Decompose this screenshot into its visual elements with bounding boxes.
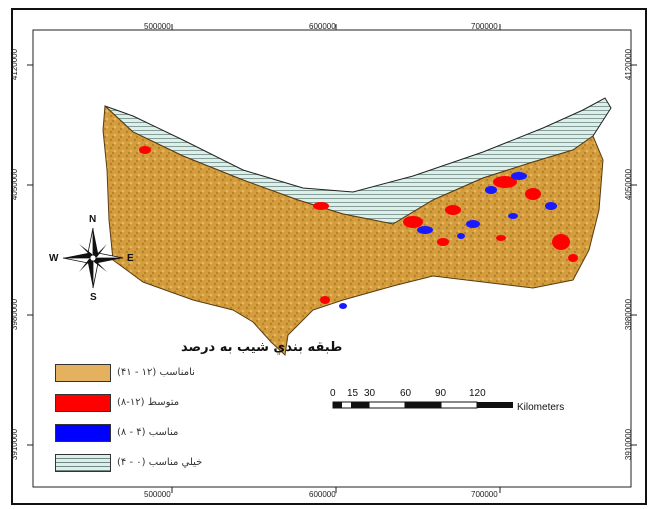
scale-tick-60: 60	[400, 388, 412, 399]
scale-unit: Kilometers	[517, 402, 565, 413]
legend-label: خيلي مناسب (۰ - ۴)	[117, 457, 203, 468]
scale-tick-0: 0	[330, 388, 336, 399]
coord-right-2: 4050000	[624, 168, 634, 201]
coord-top-1: 500000	[144, 22, 171, 31]
compass-n: N	[89, 214, 97, 225]
coord-bottom-2: 600000	[309, 490, 336, 499]
coord-right-4: 3910000	[624, 428, 634, 461]
scale-tick-90: 90	[435, 388, 447, 399]
legend-swatch-suitable	[55, 424, 111, 442]
mountain-zone	[102, 104, 604, 357]
coord-bottom-1: 500000	[144, 490, 171, 499]
legend-item-unsuitable: نامناسب (۱۲ - ۴۱)	[55, 364, 255, 384]
coord-bottom-3: 700000	[471, 490, 498, 499]
coord-left-3: 3980000	[10, 298, 20, 331]
legend-swatch-very-suitable	[55, 454, 111, 472]
coord-right-3: 3980000	[624, 298, 634, 331]
compass-s: S	[90, 292, 97, 303]
compass-e: E	[127, 253, 134, 264]
legend-label: مناسب (۴ - ۸)	[117, 427, 179, 438]
legend-item-very-suitable: خيلي مناسب (۰ - ۴)	[55, 454, 255, 474]
legend-swatch-medium	[55, 394, 111, 412]
north-arrow-icon	[62, 227, 124, 289]
map-canvas	[27, 24, 637, 493]
coord-left-1: 4120000	[10, 48, 20, 81]
coord-right-1: 4120000	[624, 48, 634, 81]
scale-tick-120: 120	[469, 388, 486, 399]
legend-item-suitable: مناسب (۴ - ۸)	[55, 424, 255, 444]
scale-bar	[332, 401, 513, 409]
legend-swatch-unsuitable	[55, 364, 111, 382]
legend-item-medium: متوسط (۱۲-۸)	[55, 394, 255, 414]
coord-left-4: 3910000	[10, 428, 20, 461]
suitable-slope-patches	[339, 172, 557, 309]
legend-label: متوسط (۱۲-۸)	[117, 397, 180, 408]
legend-title: طبقه بندي شيب به درصد	[181, 340, 343, 355]
map-frame: 500000 600000 700000 500000 600000 70000…	[10, 8, 647, 505]
coord-left-2: 4050000	[10, 168, 20, 201]
legend-label: نامناسب (۱۲ - ۴۱)	[117, 367, 195, 378]
scale-tick-30: 30	[364, 388, 376, 399]
scale-tick-15: 15	[347, 388, 359, 399]
compass-w: W	[49, 253, 59, 264]
coord-top-3: 700000	[471, 22, 498, 31]
grid-ticks	[27, 24, 637, 493]
medium-slope-patches	[139, 146, 578, 304]
coord-top-2: 600000	[309, 22, 336, 31]
